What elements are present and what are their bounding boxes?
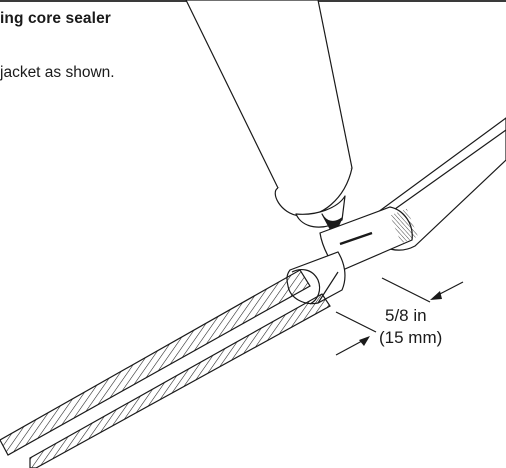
pen-nose [295, 195, 346, 228]
pen-mark [339, 231, 373, 246]
bus-wire-upper [0, 269, 311, 456]
pen-tip [321, 213, 343, 237]
cable-core [319, 206, 418, 273]
jacket-inner-line [387, 129, 506, 215]
dimension-label-metric: (15 mm) [379, 328, 443, 347]
marker-pen [185, 0, 353, 237]
bus-wire-lower [29, 293, 331, 468]
dimension-arrow-lower [335, 340, 363, 356]
bus-wires [0, 269, 331, 468]
dimension-label-imperial: 5/8 in [385, 306, 427, 325]
step-instruction: jacket as shown. [0, 64, 115, 81]
dimension-arrows [335, 277, 464, 356]
pen-body [185, 0, 353, 192]
step-heading: ing core sealer [0, 10, 111, 27]
